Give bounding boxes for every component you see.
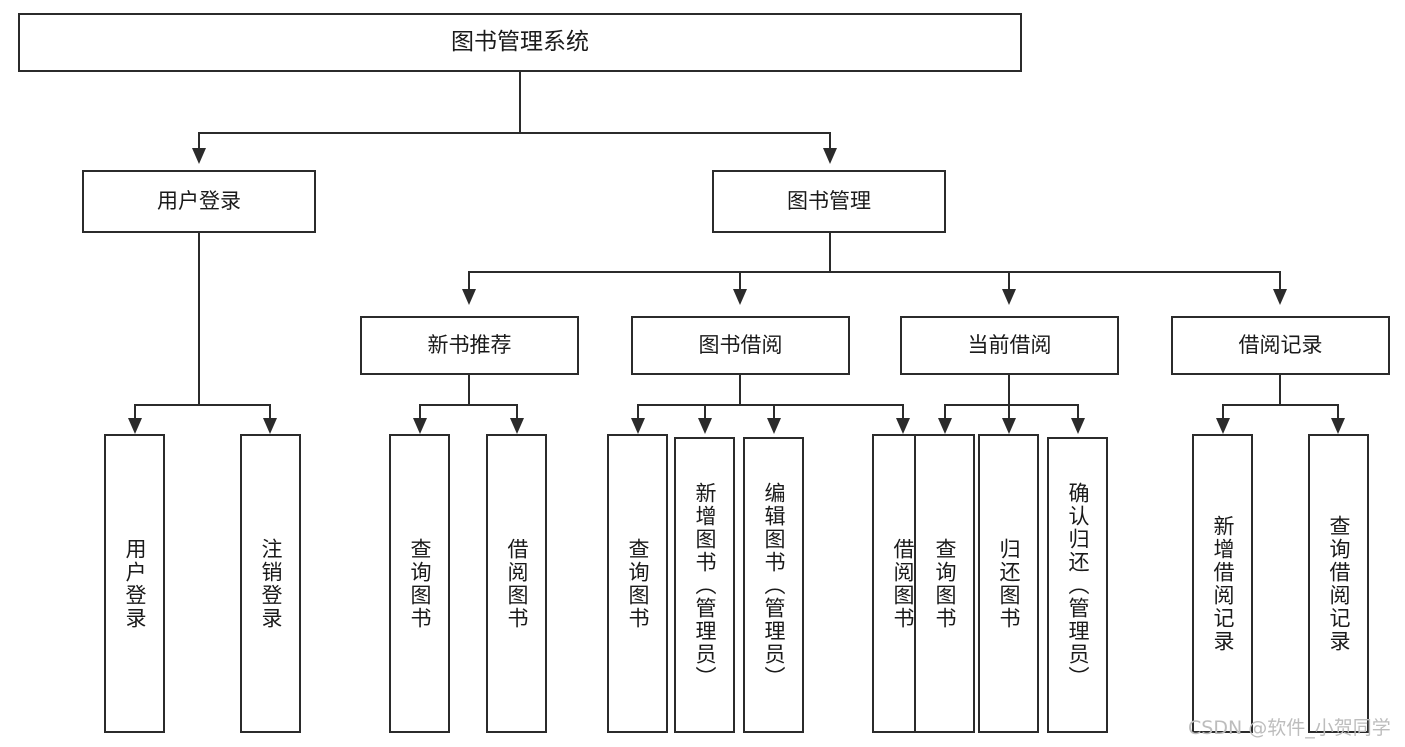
connector-books-branch-3: [1008, 271, 1010, 289]
leaf-query-book-2[interactable]: 查询图书: [607, 434, 668, 733]
arrow-to-current-borrow: [1002, 289, 1016, 305]
connector-newbook-branch-2: [516, 404, 518, 418]
node-borrow-record-label: 借阅记录: [1238, 333, 1323, 358]
leaf-add-book-admin-label: 新增图书（管理员）: [693, 481, 717, 689]
node-book-management[interactable]: 图书管理: [712, 170, 946, 233]
connector-books-stem: [829, 233, 831, 272]
arrow-to-leaf-return-book: [1002, 418, 1016, 434]
leaf-return-book-label: 归还图书: [997, 537, 1021, 630]
connector-books-branch-4: [1279, 271, 1281, 289]
leaf-confirm-return-admin-label: 确认归还（管理员）: [1066, 481, 1090, 689]
connector-currentborrow-branch-3: [1077, 404, 1079, 418]
leaf-add-borrow-record-label: 新增借阅记录: [1211, 514, 1235, 653]
arrow-to-borrow-record: [1273, 289, 1287, 305]
arrow-to-leaf-edit-book: [767, 418, 781, 434]
leaf-query-book-2-label: 查询图书: [626, 537, 650, 630]
leaf-borrow-book-1[interactable]: 借阅图书: [486, 434, 547, 733]
node-root-label: 图书管理系统: [451, 28, 589, 55]
connector-books-branch-1: [468, 271, 470, 289]
arrow-to-leaf-query-record: [1331, 418, 1345, 434]
leaf-query-book-3[interactable]: 查询图书: [914, 434, 975, 733]
connector-newbook-branch-1: [419, 404, 421, 418]
leaf-edit-book-admin[interactable]: 编辑图书（管理员）: [743, 437, 804, 733]
arrow-to-book-borrow: [733, 289, 747, 305]
arrow-to-leaf-borrow-book-2: [896, 418, 910, 434]
leaf-add-borrow-record[interactable]: 新增借阅记录: [1192, 434, 1253, 733]
connector-bookborrow-bus: [637, 404, 904, 406]
leaf-user-login-label: 用户登录: [123, 537, 147, 630]
connector-bookborrow-branch-3: [773, 404, 775, 418]
connector-books-branch-2: [739, 271, 741, 289]
arrow-to-leaf-query-book-3: [938, 418, 952, 434]
arrow-to-leaf-query-book-1: [413, 418, 427, 434]
connector-root-stem: [519, 72, 521, 133]
connector-bookborrow-stem: [739, 375, 741, 405]
connector-login-bus: [134, 404, 270, 406]
arrow-to-leaf-logout: [263, 418, 277, 434]
leaf-borrow-book-2-label: 借阅图书: [891, 537, 915, 630]
connector-newbook-stem: [468, 375, 470, 405]
connector-currentborrow-branch-1: [944, 404, 946, 418]
connector-bookborrow-branch-4: [902, 404, 904, 418]
arrow-to-leaf-confirm-return: [1071, 418, 1085, 434]
node-root[interactable]: 图书管理系统: [18, 13, 1022, 72]
arrow-to-leaf-add-book: [698, 418, 712, 434]
arrow-to-new-book-rec: [462, 289, 476, 305]
connector-currentborrow-stem: [1008, 375, 1010, 405]
connector-root-bus: [198, 132, 831, 134]
leaf-confirm-return-admin[interactable]: 确认归还（管理员）: [1047, 437, 1108, 733]
connector-login-stem: [198, 233, 200, 405]
leaf-query-borrow-record[interactable]: 查询借阅记录: [1308, 434, 1369, 733]
leaf-edit-book-admin-label: 编辑图书（管理员）: [762, 481, 786, 689]
node-book-management-label: 图书管理: [787, 189, 871, 214]
arrow-root-to-login: [192, 148, 206, 164]
leaf-borrow-book-1-label: 借阅图书: [505, 537, 529, 630]
connector-login-branch-2: [269, 404, 271, 418]
connector-login-branch-1: [134, 404, 136, 418]
leaf-logout[interactable]: 注销登录: [240, 434, 301, 733]
connector-root-to-login: [198, 132, 200, 150]
node-user-login-label: 用户登录: [157, 189, 241, 214]
node-current-borrow-label: 当前借阅: [967, 333, 1052, 358]
leaf-return-book[interactable]: 归还图书: [978, 434, 1039, 733]
connector-root-to-books: [829, 132, 831, 150]
connector-books-bus: [468, 271, 1280, 273]
arrow-to-leaf-borrow-book-1: [510, 418, 524, 434]
node-new-book-recommend[interactable]: 新书推荐: [360, 316, 579, 375]
leaf-query-book-1[interactable]: 查询图书: [389, 434, 450, 733]
node-current-borrow[interactable]: 当前借阅: [900, 316, 1119, 375]
arrow-to-leaf-query-book-2: [631, 418, 645, 434]
leaf-logout-label: 注销登录: [259, 537, 283, 630]
leaf-query-borrow-record-label: 查询借阅记录: [1327, 514, 1351, 653]
leaf-query-book-3-label: 查询图书: [933, 537, 957, 630]
leaf-query-book-1-label: 查询图书: [408, 537, 432, 630]
leaf-add-book-admin[interactable]: 新增图书（管理员）: [674, 437, 735, 733]
connector-newbook-bus: [419, 404, 518, 406]
arrow-root-to-books: [823, 148, 837, 164]
connector-borrowrecord-branch-1: [1222, 404, 1224, 418]
connector-currentborrow-branch-2: [1008, 404, 1010, 418]
connector-bookborrow-branch-2: [704, 404, 706, 418]
leaf-user-login[interactable]: 用户登录: [104, 434, 165, 733]
connector-currentborrow-bus: [944, 404, 1079, 406]
connector-borrowrecord-stem: [1279, 375, 1281, 405]
arrow-to-leaf-user-login: [128, 418, 142, 434]
node-new-book-recommend-label: 新书推荐: [427, 333, 512, 358]
connector-borrowrecord-branch-2: [1337, 404, 1339, 418]
node-user-login[interactable]: 用户登录: [82, 170, 316, 233]
node-book-borrow-label: 图书借阅: [698, 333, 783, 358]
arrow-to-leaf-add-record: [1216, 418, 1230, 434]
node-borrow-record[interactable]: 借阅记录: [1171, 316, 1390, 375]
connector-borrowrecord-bus: [1222, 404, 1339, 406]
connector-bookborrow-branch-1: [637, 404, 639, 418]
node-book-borrow[interactable]: 图书借阅: [631, 316, 850, 375]
